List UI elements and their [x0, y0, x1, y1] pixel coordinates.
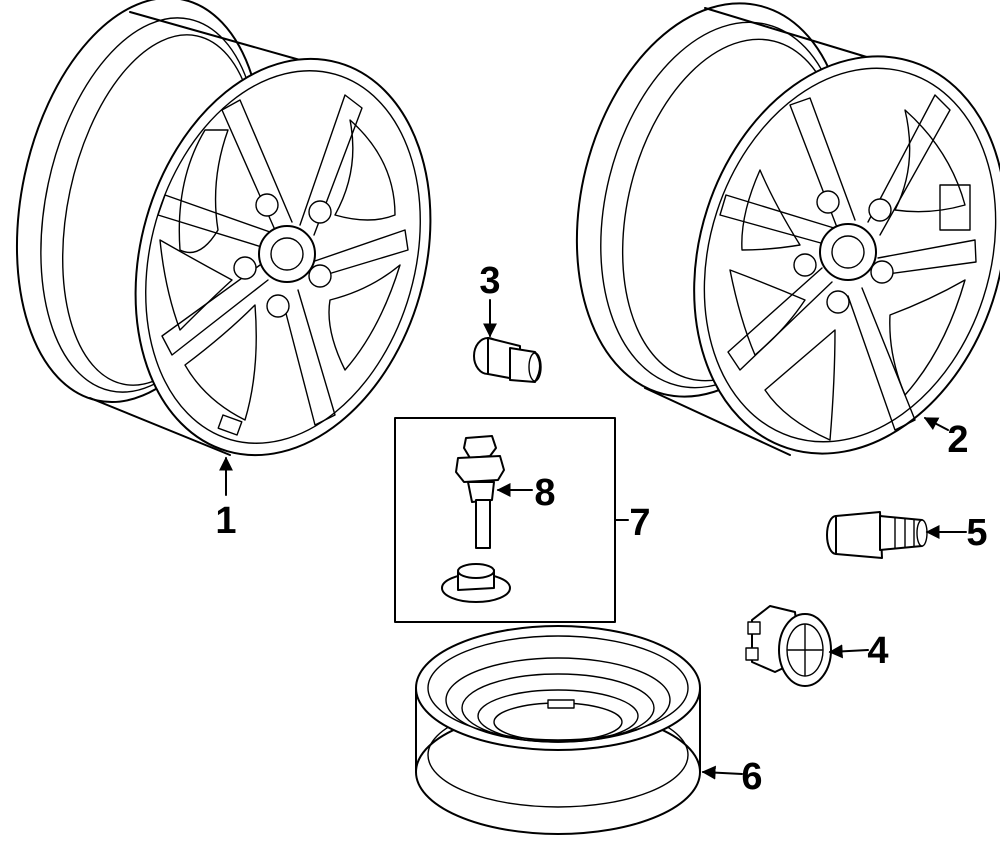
callout-7: 7: [629, 502, 650, 544]
center-cap[interactable]: [745, 605, 832, 687]
valve-stem[interactable]: [826, 511, 928, 559]
lug-nut[interactable]: [473, 337, 542, 383]
callout-8: 8: [534, 472, 555, 514]
spare-wheel[interactable]: [415, 625, 701, 835]
callout-arrows: [219, 299, 967, 780]
callout-5: 5: [966, 512, 987, 554]
callout-2: 2: [947, 419, 968, 461]
wheel-2[interactable]: [537, 0, 1000, 494]
callout-3: 3: [479, 260, 500, 302]
wheel-1[interactable]: [0, 0, 475, 490]
callout-1: 1: [215, 500, 236, 542]
callout-4: 4: [867, 630, 888, 672]
tpms-sensor[interactable]: [441, 435, 511, 603]
callout-6: 6: [741, 756, 762, 798]
